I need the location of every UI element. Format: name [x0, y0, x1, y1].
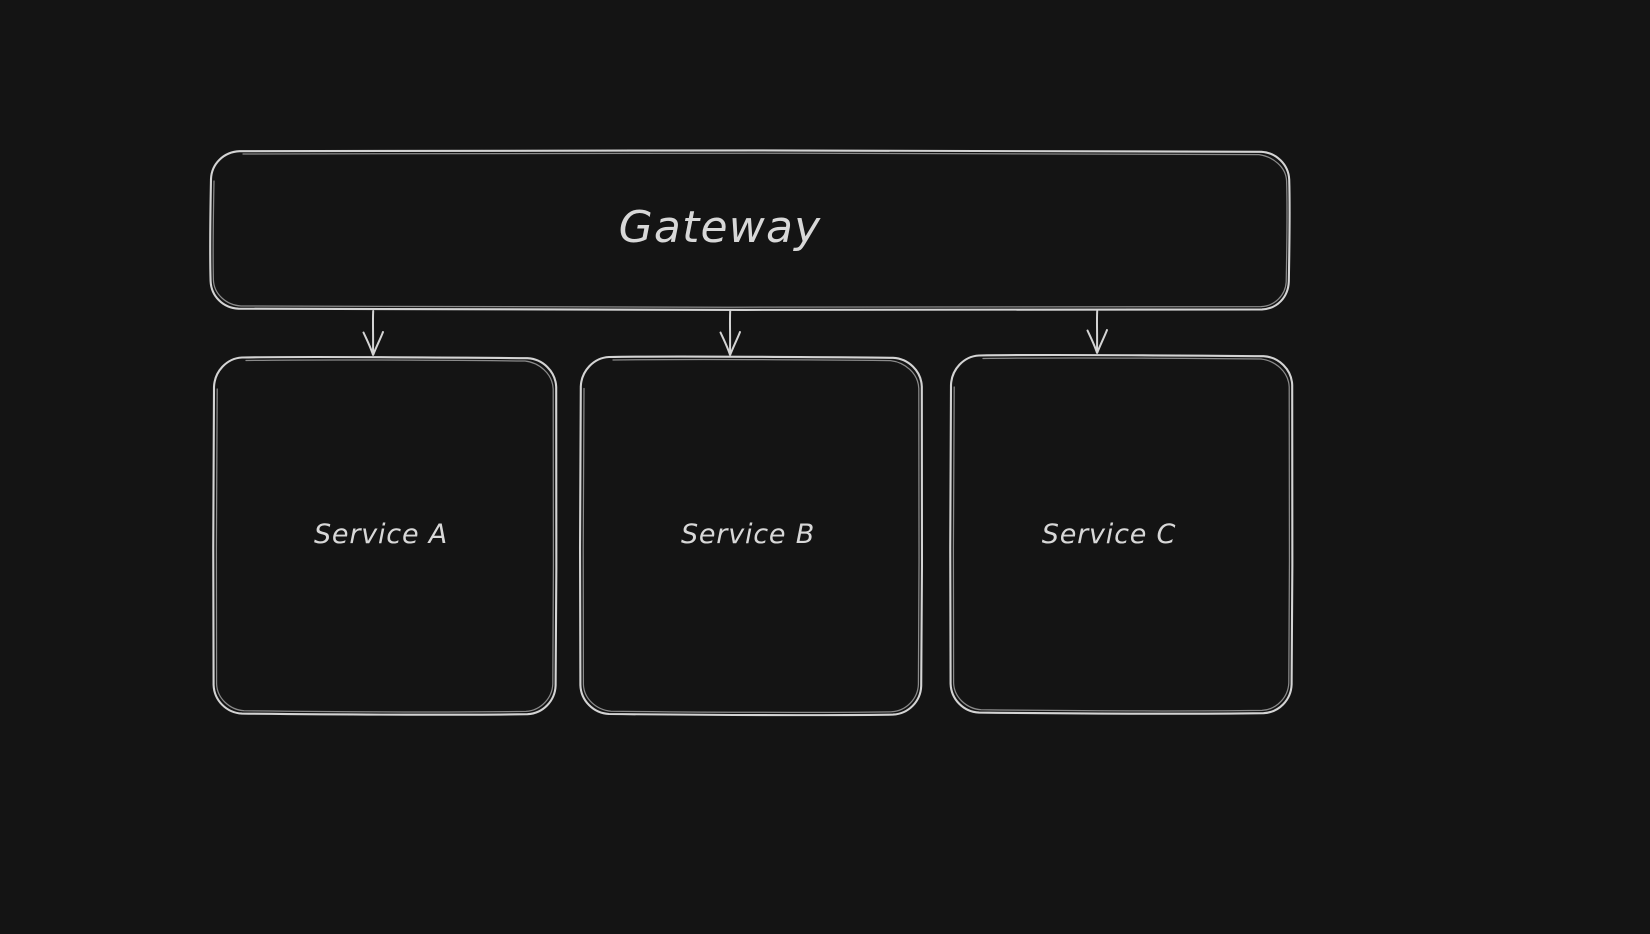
node-service-b[interactable]: Service B [578, 355, 924, 717]
connector-gateway-to-service-b[interactable] [719, 310, 741, 356]
gateway-label: Gateway [619, 202, 822, 253]
service-a-box-outline-sketch [215, 359, 555, 713]
service-b-box-outline [578, 355, 924, 717]
arrowhead-c [1086, 329, 1108, 354]
node-service-c[interactable]: Service C [949, 353, 1294, 715]
service-c-label: Service C [1042, 519, 1176, 550]
arrowhead-b [719, 331, 741, 356]
gateway-box-outline [209, 149, 1291, 312]
service-b-label: Service B [681, 519, 815, 550]
service-c-box-outline-sketch [952, 357, 1291, 712]
service-a-box-outline [212, 355, 558, 716]
arrowhead-a [362, 331, 384, 356]
node-gateway[interactable]: Gateway [209, 149, 1291, 312]
service-a-label: Service A [314, 519, 448, 550]
gateway-box-outline-sketch [212, 152, 1288, 308]
connector-gateway-to-service-c[interactable] [1086, 310, 1108, 354]
connector-gateway-to-service-a[interactable] [362, 310, 384, 356]
node-service-a[interactable]: Service A [212, 355, 558, 716]
service-b-box-outline-sketch [582, 358, 920, 713]
service-c-box-outline [949, 353, 1294, 715]
